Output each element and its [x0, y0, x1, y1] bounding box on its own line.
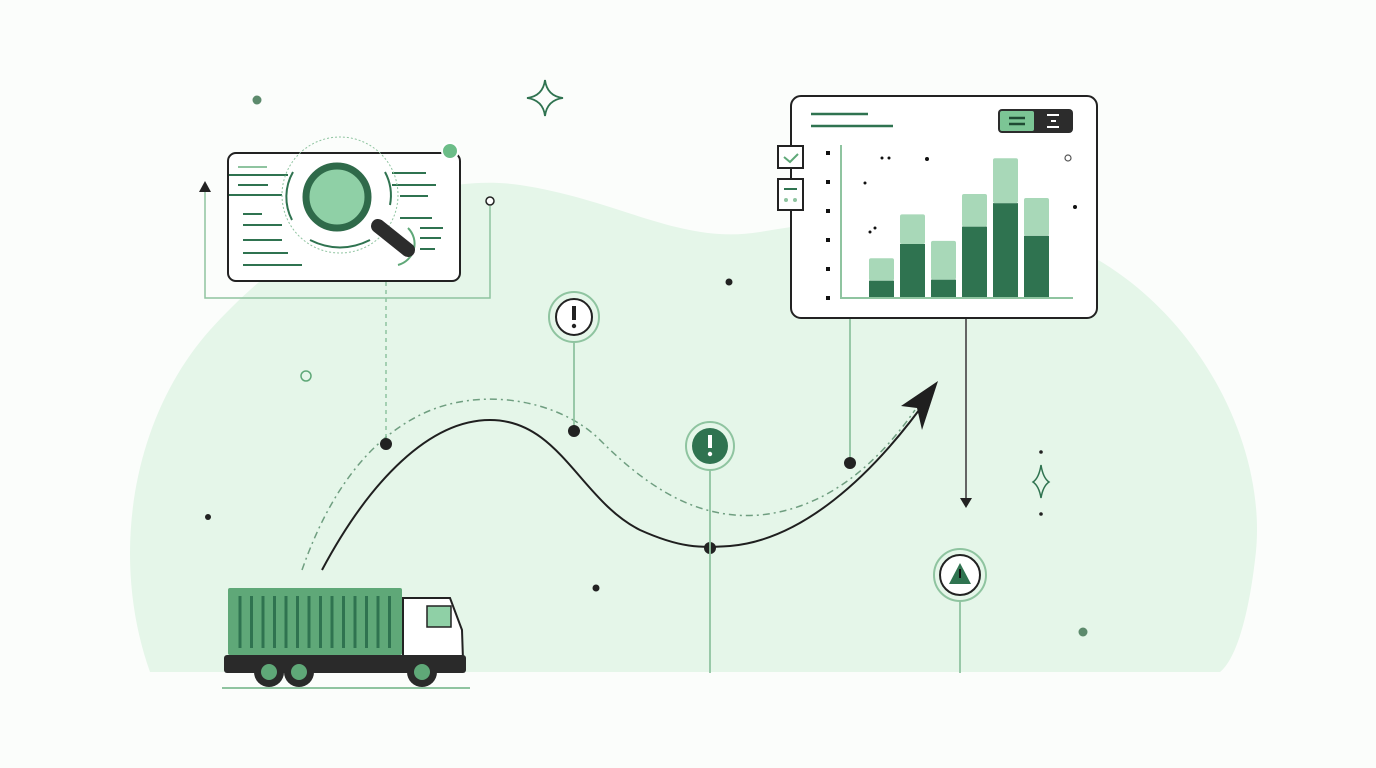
- truck-icon: [222, 588, 470, 689]
- y-axis-ticks: [826, 151, 830, 300]
- alert-stems: [573, 318, 967, 673]
- view-toggle[interactable]: [998, 109, 1073, 133]
- bar-secondary-1: [869, 258, 894, 281]
- chart-panel: [777, 95, 1098, 319]
- chart-axes: [840, 145, 1073, 299]
- filter-card-icon[interactable]: [777, 178, 804, 211]
- actual-route: [321, 394, 931, 571]
- sparkle-icon: [526, 79, 564, 117]
- list-view-button[interactable]: [1000, 111, 1034, 131]
- search-panel: [227, 136, 461, 282]
- bar-primary-3: [931, 279, 956, 298]
- check-icon[interactable]: [777, 145, 804, 169]
- magnifier-icon: [302, 162, 415, 257]
- bar-primary-5: [993, 203, 1018, 298]
- bar-secondary-3: [931, 240, 956, 280]
- alert-icon[interactable]: [548, 291, 600, 343]
- waypoints: [380, 425, 856, 554]
- planned-route: [301, 398, 916, 571]
- warning-icon[interactable]: [933, 548, 987, 602]
- bar-secondary-6: [1024, 198, 1049, 236]
- bar-primary-4: [962, 226, 987, 298]
- bar-primary-6: [1024, 235, 1049, 298]
- bar-chart: [869, 158, 1049, 298]
- search-connectors: [204, 190, 491, 440]
- decorative-dots: [205, 95, 1088, 637]
- arrow-down-icon: [960, 498, 972, 508]
- bar-secondary-5: [993, 158, 1018, 204]
- refresh-badge-icon[interactable]: [441, 142, 459, 160]
- bar-primary-2: [900, 243, 925, 298]
- alert-icon[interactable]: [685, 421, 735, 471]
- align-view-button[interactable]: [1047, 114, 1059, 128]
- arrow-up-icon: [199, 181, 211, 192]
- bar-secondary-2: [900, 214, 925, 244]
- sparkle-icon: [1031, 464, 1051, 499]
- route-arrow-icon: [901, 381, 938, 430]
- bar-secondary-4: [962, 193, 987, 227]
- bar-primary-1: [869, 280, 894, 298]
- chart-scatter-dots: [863, 154, 1077, 234]
